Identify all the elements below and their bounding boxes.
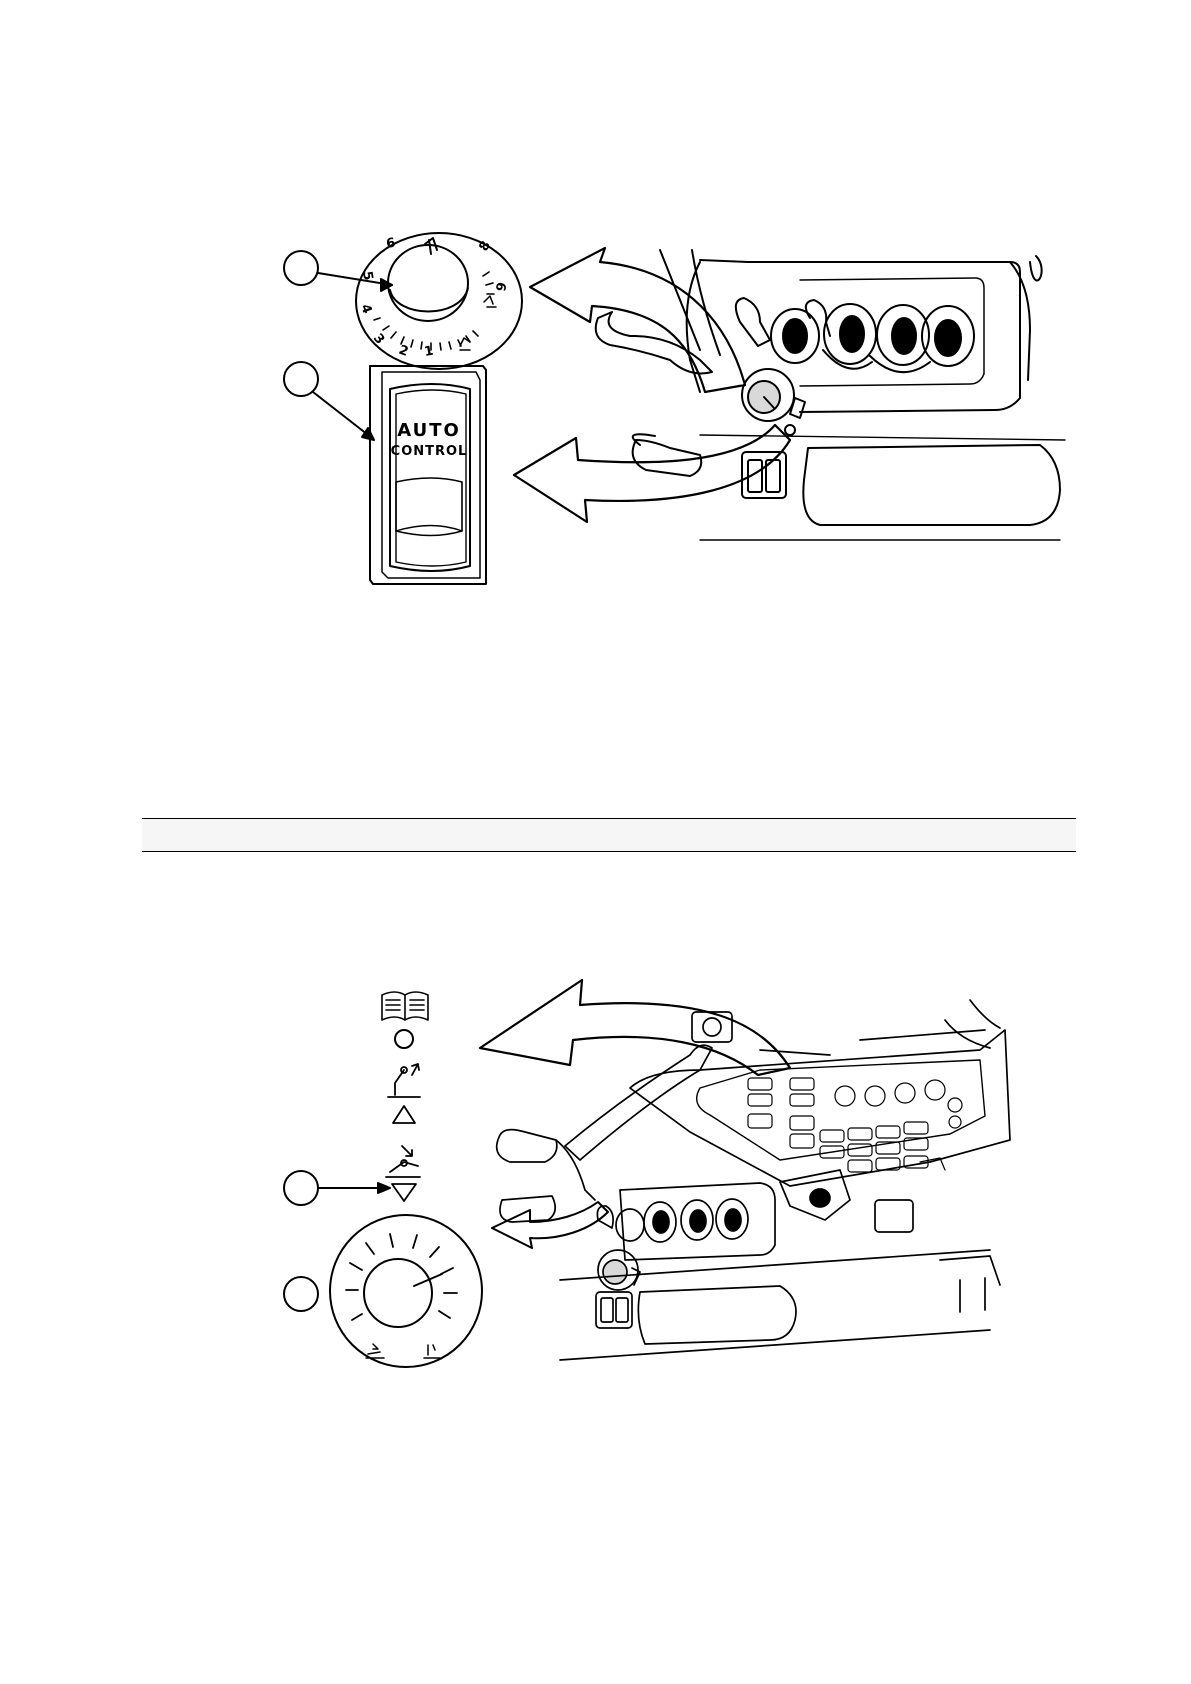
bottom-illustration xyxy=(0,900,1191,1420)
dial-number-9: 9 xyxy=(494,281,510,293)
dial-lever-symbol-icon xyxy=(460,296,496,350)
callout-circle-1 xyxy=(284,251,318,285)
dial-number-6: 6 xyxy=(385,236,397,252)
arrow-to-dial-bottom xyxy=(492,1202,608,1248)
callout-circle-4 xyxy=(284,1277,318,1311)
dial-number-4: 4 xyxy=(357,302,374,316)
switch-label-control: CONTROL xyxy=(391,444,468,459)
dial-number-5: 5 xyxy=(359,270,375,282)
section-divider-band xyxy=(142,818,1076,852)
callout-leader-2 xyxy=(313,392,372,438)
dial-disc xyxy=(356,233,522,369)
round-dial xyxy=(330,1215,482,1367)
auto-control-switch xyxy=(370,366,486,584)
indicator-circle-icon xyxy=(395,1030,413,1048)
dial-number-8: 8 xyxy=(476,239,494,254)
dial-number-2: 2 xyxy=(397,343,411,360)
arrow-to-dial xyxy=(530,248,745,392)
top-illustration: 1 2 3 4 5 6 8 9 AUTO CONTROL xyxy=(0,0,1191,620)
arrow-to-symbols xyxy=(480,980,790,1075)
dial-number-1: 1 xyxy=(423,344,435,360)
cab-console-illustration xyxy=(497,1000,1010,1360)
switch-label-auto: AUTO xyxy=(397,420,461,441)
lower-symbol-icon xyxy=(386,1146,420,1201)
dial-number-3: 3 xyxy=(370,331,387,348)
console-illustration xyxy=(596,250,1065,540)
callout-circle-2 xyxy=(284,362,318,396)
callout-circle-3 xyxy=(284,1171,318,1205)
raise-symbol-icon xyxy=(388,1064,420,1123)
operator-manual-icon xyxy=(382,992,428,1020)
